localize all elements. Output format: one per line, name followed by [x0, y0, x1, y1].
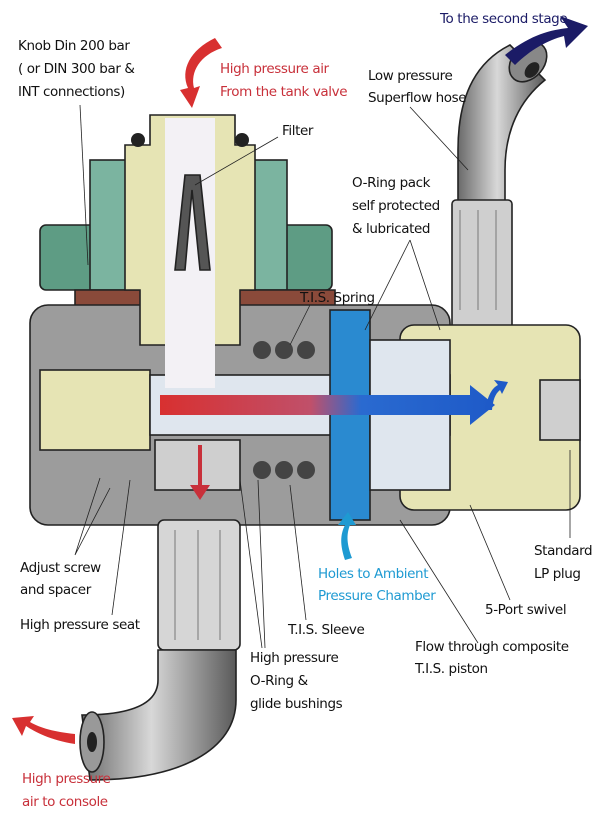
label-line: High pressure	[250, 650, 339, 666]
label-line: Standard	[534, 543, 592, 559]
leader-lines	[74, 104, 571, 649]
label-hp-console: High pressure air to console	[22, 771, 114, 810]
label-swivel: 5-Port swivel	[485, 602, 566, 618]
second-stage-arrow	[505, 16, 588, 65]
label-hp-oring: High pressure O-Ring & glide bushings	[250, 650, 343, 712]
label-line: O-Ring &	[250, 673, 309, 689]
label-line: Pressure Chamber	[318, 588, 436, 604]
label-oring-pack: O-Ring pack self protected & lubricated	[352, 175, 444, 237]
label-line: High pressure air	[220, 61, 330, 77]
label-line: Low pressure	[368, 68, 452, 84]
hp-hose	[79, 439, 241, 781]
tis-spring	[253, 341, 315, 479]
label-line: air to console	[22, 794, 108, 810]
label-tis-spring: T.I.S. Spring	[299, 290, 375, 306]
label-holes-ambient: Holes to Ambient Pressure Chamber	[318, 566, 436, 604]
label-line: T.I.S. piston	[414, 661, 488, 677]
label-line: High pressure	[22, 771, 111, 787]
hp-down-arrow	[190, 445, 210, 500]
label-piston: Flow through composite T.I.S. piston	[414, 639, 573, 677]
inlet-yoke	[124, 114, 256, 388]
filter	[174, 174, 211, 271]
label-line: From the tank valve	[220, 84, 347, 100]
hp-inlet-arrow	[180, 38, 222, 108]
label-line: ( or DIN 300 bar &	[18, 61, 135, 77]
label-hp-seat: High pressure seat	[20, 617, 140, 633]
hp-console-arrow	[12, 716, 75, 744]
label-line: & lubricated	[352, 221, 430, 237]
label-line: glide bushings	[250, 696, 343, 712]
label-knob: Knob Din 200 bar ( or DIN 300 bar & INT …	[18, 38, 138, 100]
label-second-stage: To the second stage	[439, 11, 567, 27]
label-line: INT connections)	[18, 84, 125, 100]
label-hp-air-in: High pressure air From the tank valve	[220, 61, 347, 100]
lp-up-arrow	[485, 380, 508, 410]
lp-hose	[451, 41, 548, 331]
label-line: Flow through composite	[415, 639, 569, 655]
airflow-arrow	[160, 385, 495, 425]
label-lp-plug: Standard LP plug	[534, 543, 596, 582]
label-line: Holes to Ambient	[318, 566, 428, 582]
label-tis-sleeve: T.I.S. Sleeve	[287, 622, 364, 638]
label-line: O-Ring pack	[352, 175, 431, 191]
label-line: LP plug	[534, 566, 581, 582]
label-line: and spacer	[20, 582, 92, 598]
label-filter: Filter	[282, 123, 314, 139]
label-line: self protected	[352, 198, 440, 214]
ambient-arrow	[338, 512, 356, 560]
label-line: Superflow hose	[368, 90, 466, 106]
label-line: Knob Din 200 bar	[18, 38, 130, 54]
label-lp-hose: Low pressure Superflow hose	[368, 68, 466, 106]
label-adjust-screw: Adjust screw and spacer	[20, 560, 105, 598]
label-line: Adjust screw	[20, 560, 101, 576]
